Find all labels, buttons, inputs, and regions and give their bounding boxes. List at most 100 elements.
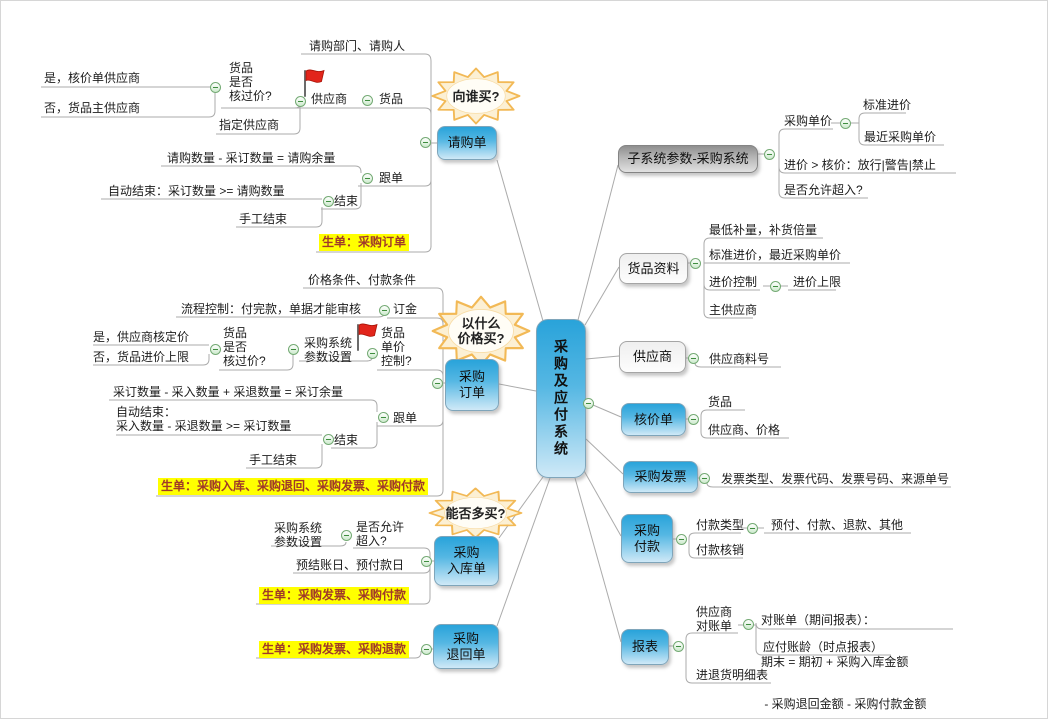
topic-req-generate[interactable]: 生单：采购订单 xyxy=(319,234,410,251)
topic-req-dept[interactable]: 请购部门、请购人 xyxy=(309,39,406,53)
topic-po-price-control[interactable]: 货品 单价 控制? xyxy=(381,326,412,368)
collapse-icon[interactable] xyxy=(362,173,373,184)
collapse-icon[interactable] xyxy=(699,473,710,484)
topic-req-no[interactable]: 否，货品主供应商 xyxy=(44,101,141,115)
node-receipt[interactable]: 采购入库单 xyxy=(434,536,499,586)
topic-rcpt-sys-params[interactable]: 采购系统 参数设置 xyxy=(274,521,323,549)
topic-req-auto-end[interactable]: 自动结束：采订数量 >= 请购数量 xyxy=(108,184,285,198)
collapse-icon[interactable] xyxy=(323,196,334,207)
collapse-icon[interactable] xyxy=(764,149,775,160)
topic-rcpt-over-receive[interactable]: 是否允许 超入? xyxy=(356,520,405,548)
topic-po-price-checked[interactable]: 货品 是否 核过价? xyxy=(223,326,266,368)
burst-who-label: 向谁买? xyxy=(452,88,500,104)
node-return[interactable]: 采购退回单 xyxy=(433,624,499,669)
burst-what-price[interactable]: 以什么 价格买? xyxy=(431,295,531,367)
topic-subsys-unit-price[interactable]: 采购单价 xyxy=(784,114,833,128)
node-supplier[interactable]: 供应商 xyxy=(619,341,686,373)
node-report[interactable]: 报表 xyxy=(621,629,669,665)
node-pricing-doc[interactable]: 核价单 xyxy=(621,403,686,436)
topic-req-yes[interactable]: 是，核价单供应商 xyxy=(44,71,141,85)
topic-subsys-rule[interactable]: 进价 > 核价：放行|警告|禁止 xyxy=(784,158,936,172)
collapse-icon[interactable] xyxy=(673,641,684,652)
topic-req-manual-end[interactable]: 手工结束 xyxy=(239,212,288,226)
topic-req-end[interactable]: 结束 xyxy=(334,194,359,208)
collapse-icon[interactable] xyxy=(295,96,306,107)
topic-po-follow[interactable]: 跟单 xyxy=(393,411,418,425)
collapse-icon[interactable] xyxy=(378,412,389,423)
collapse-icon[interactable] xyxy=(770,281,781,292)
collapse-icon[interactable] xyxy=(420,137,431,148)
topic-po-terms[interactable]: 价格条件、付款条件 xyxy=(308,273,417,287)
burst-price-line1: 以什么 xyxy=(461,316,501,331)
topic-goods-ctrl[interactable]: 进价控制 xyxy=(709,275,758,289)
topic-po-sys-params[interactable]: 采购系统 参数设置 xyxy=(304,336,353,364)
collapse-icon[interactable] xyxy=(690,258,701,269)
topic-goods-main-supplier[interactable]: 主供应商 xyxy=(709,303,758,317)
node-purchase-order[interactable]: 采购订单 xyxy=(445,359,499,411)
collapse-icon[interactable] xyxy=(341,530,352,541)
node-subsystem-params[interactable]: 子系统参数-采购系统 xyxy=(618,145,758,173)
collapse-icon[interactable] xyxy=(323,434,334,445)
node-goods-data[interactable]: 货品资料 xyxy=(619,253,688,284)
topic-subsys-over[interactable]: 是否允许超入? xyxy=(784,183,863,197)
collapse-icon[interactable] xyxy=(840,118,851,129)
topic-invoice-info[interactable]: 发票类型、发票代码、发票号码、来源单号 xyxy=(721,472,950,486)
topic-po-yes[interactable]: 是，供应商核定价 xyxy=(93,330,190,344)
collapse-icon[interactable] xyxy=(421,556,432,567)
topic-supplier-item-no[interactable]: 供应商料号 xyxy=(709,352,770,366)
topic-req-price-checked[interactable]: 货品 是否 核过价? xyxy=(229,61,272,103)
topic-po-manual-end[interactable]: 手工结束 xyxy=(249,453,298,467)
topic-ret-generate[interactable]: 生单：采购发票、采购退款 xyxy=(259,641,410,658)
burst-more-label: 能否多买? xyxy=(445,505,506,521)
topic-po-no[interactable]: 否，货品进价上限 xyxy=(93,350,190,364)
topic-pricing-goods[interactable]: 货品 xyxy=(708,395,733,409)
collapse-icon[interactable] xyxy=(676,534,687,545)
topic-rcpt-dates[interactable]: 预结账日、预付款日 xyxy=(296,558,405,572)
collapse-icon[interactable] xyxy=(688,353,699,364)
topic-pay-type-options[interactable]: 预付、付款、退款、其他 xyxy=(771,518,904,532)
collapse-icon[interactable] xyxy=(743,619,754,630)
topic-po-generate[interactable]: 生单：采购入库、采购退回、采购发票、采购付款 xyxy=(158,478,429,495)
collapse-icon[interactable] xyxy=(367,348,378,359)
topic-goods-limit[interactable]: 进价上限 xyxy=(793,275,842,289)
topic-po-deposit[interactable]: 订金 xyxy=(393,302,418,316)
topic-subsys-std-price[interactable]: 标准进价 xyxy=(863,98,912,112)
burst-price-line2: 价格买? xyxy=(457,331,505,346)
topic-pricing-supplier-price[interactable]: 供应商、价格 xyxy=(708,423,781,437)
topic-po-flow[interactable]: 流程控制：付完款，单据才能审核 xyxy=(181,302,362,316)
collapse-icon[interactable] xyxy=(288,344,299,355)
node-requisition[interactable]: 请购单 xyxy=(437,126,497,160)
topic-req-supplier[interactable]: 供应商 xyxy=(311,92,348,106)
topic-subsys-recent-price[interactable]: 最近采购单价 xyxy=(864,130,937,144)
topic-goods-std[interactable]: 标准进价，最近采购单价 xyxy=(709,248,842,262)
collapse-icon[interactable] xyxy=(421,644,432,655)
collapse-icon[interactable] xyxy=(583,398,594,409)
collapse-icon[interactable] xyxy=(747,523,758,534)
topic-po-formula[interactable]: 采订数量 - 采入数量 + 采退数量 = 采订余量 xyxy=(113,385,344,399)
node-payment[interactable]: 采购付款 xyxy=(621,514,673,563)
topic-goods-min[interactable]: 最低补量，补货倍量 xyxy=(709,223,818,237)
topic-req-follow[interactable]: 跟单 xyxy=(379,171,404,185)
topic-po-end[interactable]: 结束 xyxy=(334,433,359,447)
collapse-icon[interactable] xyxy=(362,95,373,106)
topic-rcpt-generate[interactable]: 生单：采购发票、采购付款 xyxy=(259,587,410,604)
collapse-icon[interactable] xyxy=(432,378,443,389)
topic-rpt-aging[interactable]: 应付账龄（时点报表） xyxy=(763,640,884,654)
topic-rpt-statement[interactable]: 供应商 对账单 xyxy=(696,605,733,633)
topic-po-auto-end[interactable]: 自动结束： 采入数量 - 采退数量 >= 采订数量 xyxy=(116,405,292,433)
topic-rpt-detail[interactable]: 进退货明细表 xyxy=(696,668,769,682)
node-invoice[interactable]: 采购发票 xyxy=(623,461,698,493)
central-topic[interactable]: 采购及应付系统 xyxy=(536,319,586,478)
burst-buy-more[interactable]: 能否多买? xyxy=(428,487,523,539)
topic-req-assigned-supplier[interactable]: 指定供应商 xyxy=(219,118,280,132)
topic-pay-writeoff[interactable]: 付款核销 xyxy=(696,543,745,557)
burst-who-to-buy[interactable]: 向谁买? xyxy=(431,67,521,125)
topic-req-goods[interactable]: 货品 xyxy=(379,92,404,106)
topic-req-formula[interactable]: 请购数量 - 采订数量 = 请购余量 xyxy=(167,151,336,165)
topic-pay-type[interactable]: 付款类型 xyxy=(696,518,745,532)
collapse-icon[interactable] xyxy=(210,344,221,355)
collapse-icon[interactable] xyxy=(210,82,221,93)
topic-rpt-period[interactable]: 对账单（期间报表）： 期末 = 期初 + 采购入库金额 - 采购退回金额 - 采… xyxy=(761,613,927,711)
collapse-icon[interactable] xyxy=(379,305,390,316)
collapse-icon[interactable] xyxy=(688,414,699,425)
